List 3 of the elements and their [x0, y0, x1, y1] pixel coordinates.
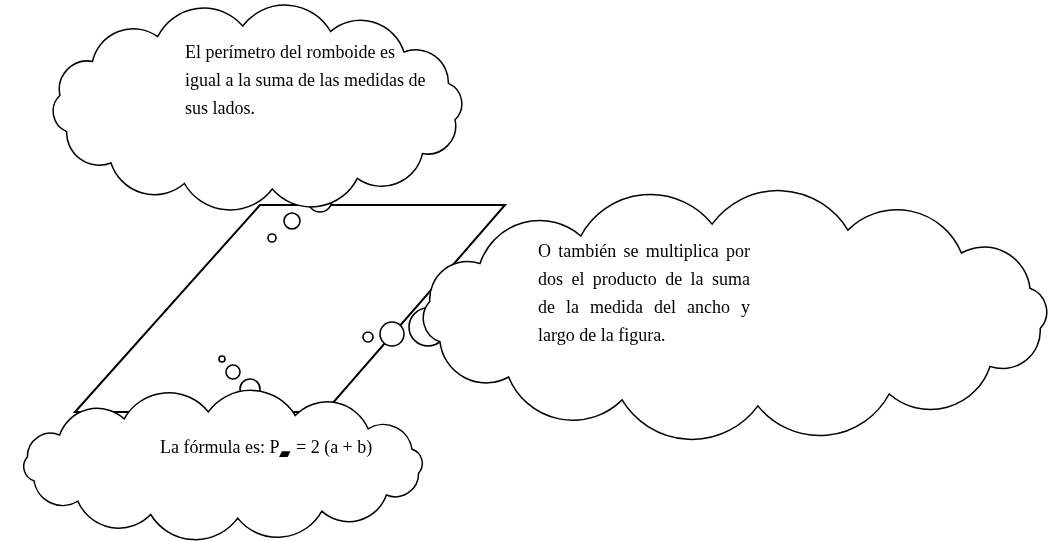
- cloud-text: La fórmula es: P$_{▰}$ = 2 (a + b): [160, 436, 374, 463]
- cloud-text: O también se multiplica por dos el producto de la suma de la medida del ancho y largo de la figura.: [538, 240, 750, 347]
- cloud-text: El perímetro del romboide es igual a la suma de las medidas de sus lados.: [185, 41, 427, 120]
